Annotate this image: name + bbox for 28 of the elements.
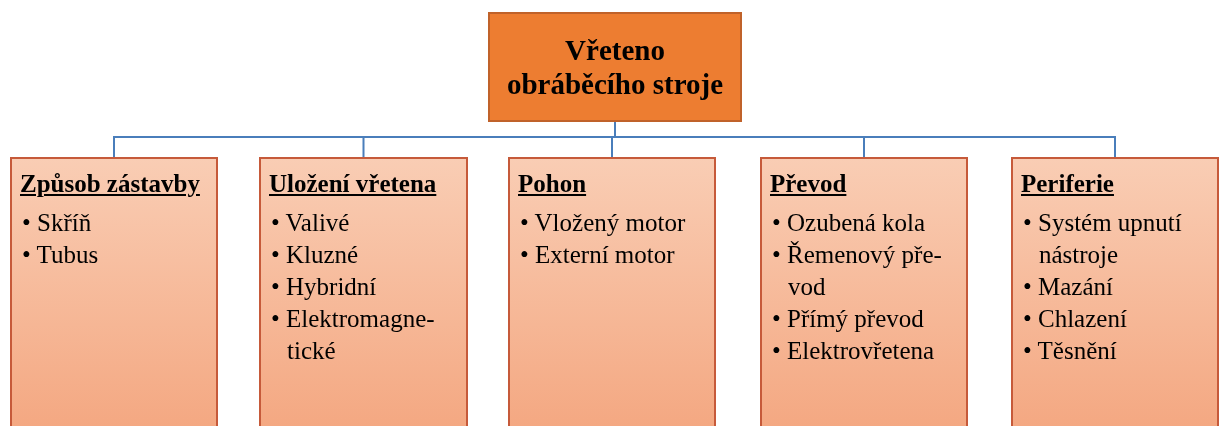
list-item: • Elektromagne-tické	[271, 304, 436, 366]
box-heading: Převod	[770, 169, 847, 199]
list-item: • Skříň	[22, 208, 93, 238]
list-item: • Ozubená kola	[772, 208, 927, 238]
category-box	[10, 157, 218, 426]
list-item: • Těsnění	[1023, 336, 1118, 366]
category-box	[760, 157, 968, 426]
category-box	[508, 157, 716, 426]
list-item: • Systém upnutí nástroje	[1023, 208, 1183, 270]
list-item: • Řemenový pře-vod	[772, 240, 943, 302]
box-heading: Způsob zástavby	[20, 169, 200, 199]
list-item: • Hybridní	[271, 272, 378, 302]
box-heading: Uložení vřetena	[269, 169, 437, 199]
box-heading: Pohon	[518, 169, 587, 199]
box-heading: Periferie	[1021, 169, 1114, 199]
list-item: • Valivé	[271, 208, 351, 238]
list-item: • Mazání	[1023, 272, 1114, 302]
list-item: • Externí motor	[520, 240, 676, 270]
list-item: • Kluzné	[271, 240, 360, 270]
category-box	[1011, 157, 1219, 426]
category-box	[259, 157, 468, 426]
root-title: Vřeteno obráběcího stroje	[505, 33, 725, 101]
root-box	[488, 12, 742, 122]
list-item: • Vložený motor	[520, 208, 687, 238]
list-item: • Chlazení	[1023, 304, 1128, 334]
list-item: • Elektrovřetena	[772, 336, 936, 366]
list-item: • Přímý převod	[772, 304, 925, 334]
list-item: • Tubus	[22, 240, 100, 270]
